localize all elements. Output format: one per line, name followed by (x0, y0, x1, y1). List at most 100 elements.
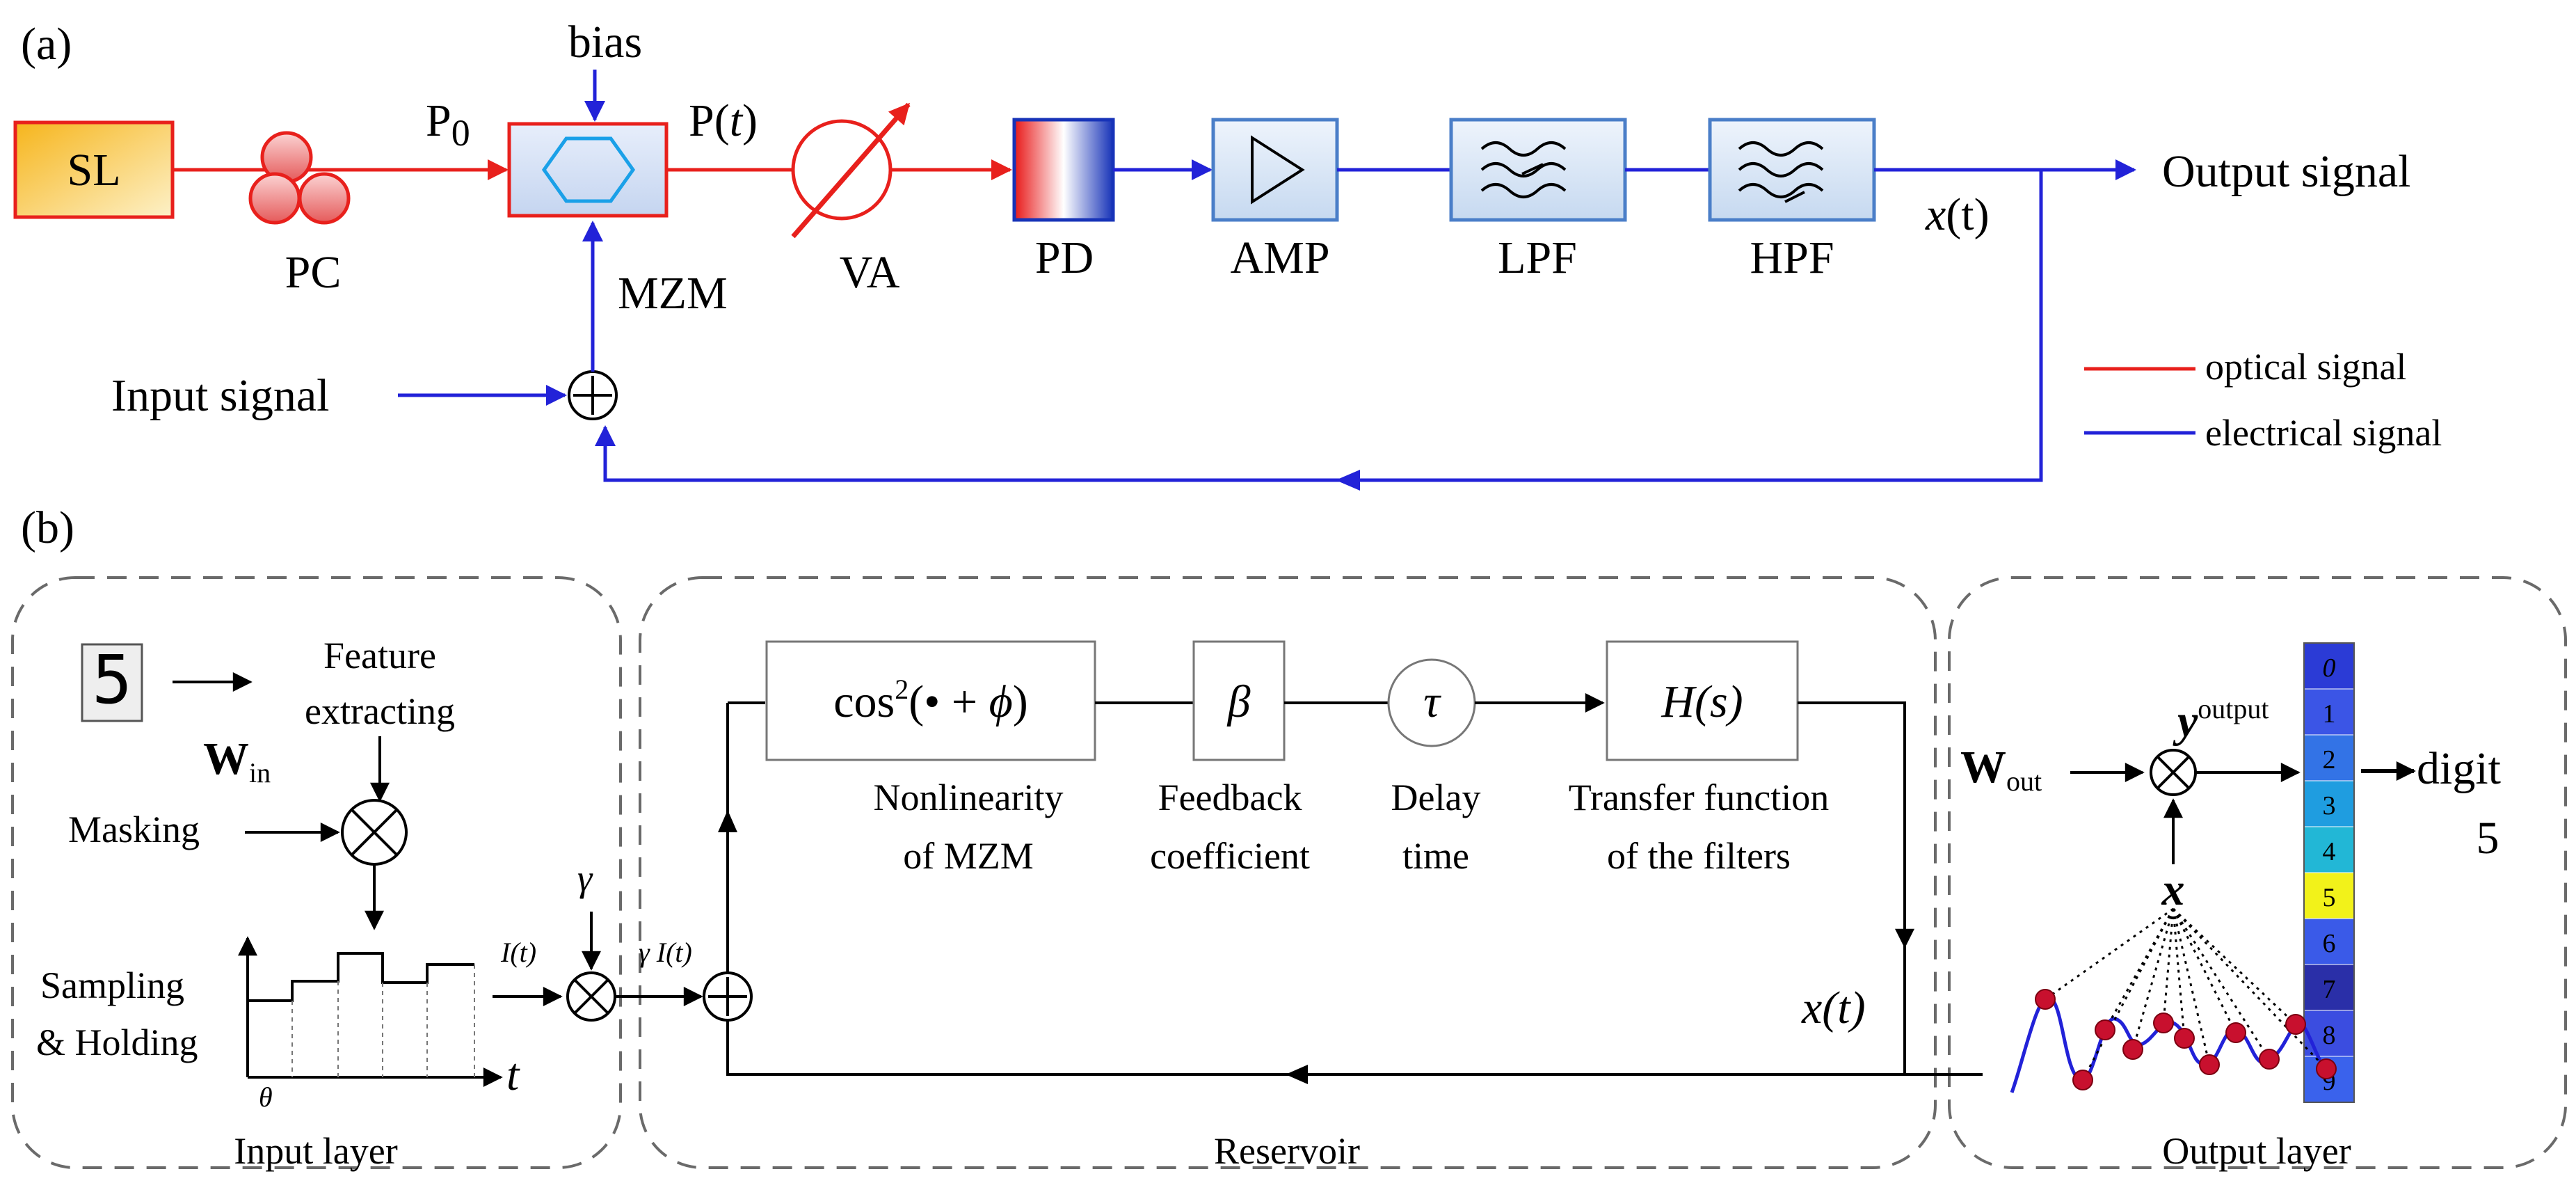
w-in-label: Win (203, 733, 271, 788)
hs-box (1606, 640, 1799, 761)
tf-caption-2: of the filters (1607, 835, 1791, 877)
state-point (2259, 1049, 2280, 1070)
state-curve (2010, 995, 2329, 1093)
output-bar-cell-label: 7 (2323, 975, 2336, 1004)
amp-label: AMP (1230, 232, 1329, 283)
state-point (2122, 1039, 2143, 1060)
hpf-filter-icon (1738, 141, 1824, 203)
delay-caption-1: Delay (1391, 777, 1481, 818)
nonlin-caption-1: Nonlinearity (874, 777, 1064, 818)
reservoir-left-arrow-icon (1286, 1065, 1308, 1084)
output-bar-cell (2303, 872, 2355, 919)
nonlinearity-formula: cos2(• + ϕ) (833, 674, 1027, 727)
state-point (2316, 1058, 2337, 1079)
output-bar-cell-label: 1 (2323, 699, 2336, 729)
state-points (2035, 907, 2337, 1090)
hs-label: H(s) (1661, 676, 1743, 727)
va-arrow-icon (791, 102, 911, 239)
xt-label-a: x(t) (1925, 189, 1990, 240)
masking-label: Masking (68, 809, 200, 850)
state-link-line (2104, 908, 2175, 1031)
hpf-label: HPF (1750, 232, 1834, 283)
sl-box (13, 120, 175, 219)
sl-label: SL (67, 145, 120, 196)
amplifier-triangle-icon (1251, 135, 1305, 205)
feature-label-2: extracting (305, 690, 455, 732)
legend-electrical-label: electrical signal (2205, 412, 2442, 454)
sh-dotted-lines (291, 964, 475, 1077)
state-point (2225, 1022, 2246, 1043)
state-link-line (2172, 907, 2297, 1026)
w-out-label: Wout (1960, 742, 2042, 797)
sh-staircase (248, 952, 474, 1002)
reservoir-xt-label: x(t) (1801, 983, 1866, 1033)
gamma-it-label: γ I(t) (639, 937, 692, 968)
lpf-label: LPF (1498, 232, 1577, 283)
panel-b-label: (b) (21, 502, 74, 553)
reservoir-bottom-line (726, 1020, 1983, 1076)
pd-box (1012, 118, 1115, 222)
output-bar-cell-label: 4 (2323, 837, 2336, 866)
pd-label: PD (1035, 232, 1094, 283)
beta-label: β (1226, 676, 1251, 727)
nonlinearity-box (765, 640, 1096, 761)
theta-label: θ (259, 1081, 273, 1113)
state-link-line (2131, 908, 2175, 1050)
digit-image-label: 5 (92, 641, 132, 719)
va-circle (791, 119, 893, 221)
state-point (2285, 1014, 2306, 1035)
output-bar-cell (2303, 918, 2355, 965)
nonlin-caption-2: of MZM (903, 835, 1034, 877)
p0-label: P0 (426, 95, 470, 154)
digit-word-label: digit (2417, 743, 2501, 794)
sampling-label-2: & Holding (36, 1022, 198, 1063)
delay-caption-2: time (1402, 835, 1469, 877)
state-point (2174, 1028, 2195, 1049)
input-layer-container (11, 576, 622, 1169)
state-link-line (2172, 908, 2237, 1033)
va-label: VA (840, 247, 900, 298)
reservoir-container (639, 576, 1937, 1169)
reservoir-right-line (1798, 701, 1914, 948)
multiply-icon-output (2150, 749, 2197, 796)
multiply-icon-gamma (566, 971, 616, 1022)
state-point (2199, 1054, 2220, 1075)
feature-label-1: Feature (323, 635, 436, 676)
amp-box (1211, 118, 1339, 222)
adder-icon-reservoir (703, 971, 753, 1022)
state-point (2035, 989, 2056, 1010)
output-bar-cell-label: 2 (2323, 745, 2336, 775)
tf-caption-1: Transfer function (1569, 777, 1829, 818)
digit-value-label: 5 (2477, 813, 2499, 864)
output-bar-cell-label: 6 (2323, 929, 2336, 958)
t-axis-label: t (506, 1049, 520, 1100)
lpf-box (1449, 118, 1627, 222)
it-label: I(t) (500, 937, 536, 968)
output-layer-container (1948, 576, 2567, 1169)
output-bar-cell (2303, 826, 2355, 873)
output-layer-title: Output layer (2162, 1130, 2351, 1172)
sampling-label-1: Sampling (40, 964, 184, 1006)
mzm-label: MZM (618, 268, 728, 319)
tau-label: τ (1423, 676, 1441, 727)
x-state-label: x (2161, 864, 2185, 915)
multiply-icon-mask (341, 799, 408, 866)
panel-a-label: (a) (21, 19, 72, 70)
state-link-line (2172, 907, 2328, 1070)
reservoir-title: Reservoir (1214, 1130, 1360, 1172)
pc-icon (248, 131, 351, 225)
output-bar-border (2303, 642, 2355, 1103)
output-bar-cell-label: 0 (2323, 653, 2336, 683)
input-signal-label: Input signal (111, 370, 329, 421)
output-bar-cell-label: 5 (2323, 883, 2336, 912)
pc-label: PC (285, 247, 342, 298)
fb-caption-2: coefficient (1150, 835, 1310, 877)
state-point (2095, 1019, 2115, 1040)
output-signal-label: Output signal (2162, 146, 2411, 197)
digit-image (81, 643, 143, 722)
reservoir-up-arrow-icon (718, 810, 737, 832)
lpf-filter-icon (1480, 141, 1567, 198)
state-point (2153, 1013, 2174, 1033)
y-output-label: youtput (2173, 693, 2269, 747)
